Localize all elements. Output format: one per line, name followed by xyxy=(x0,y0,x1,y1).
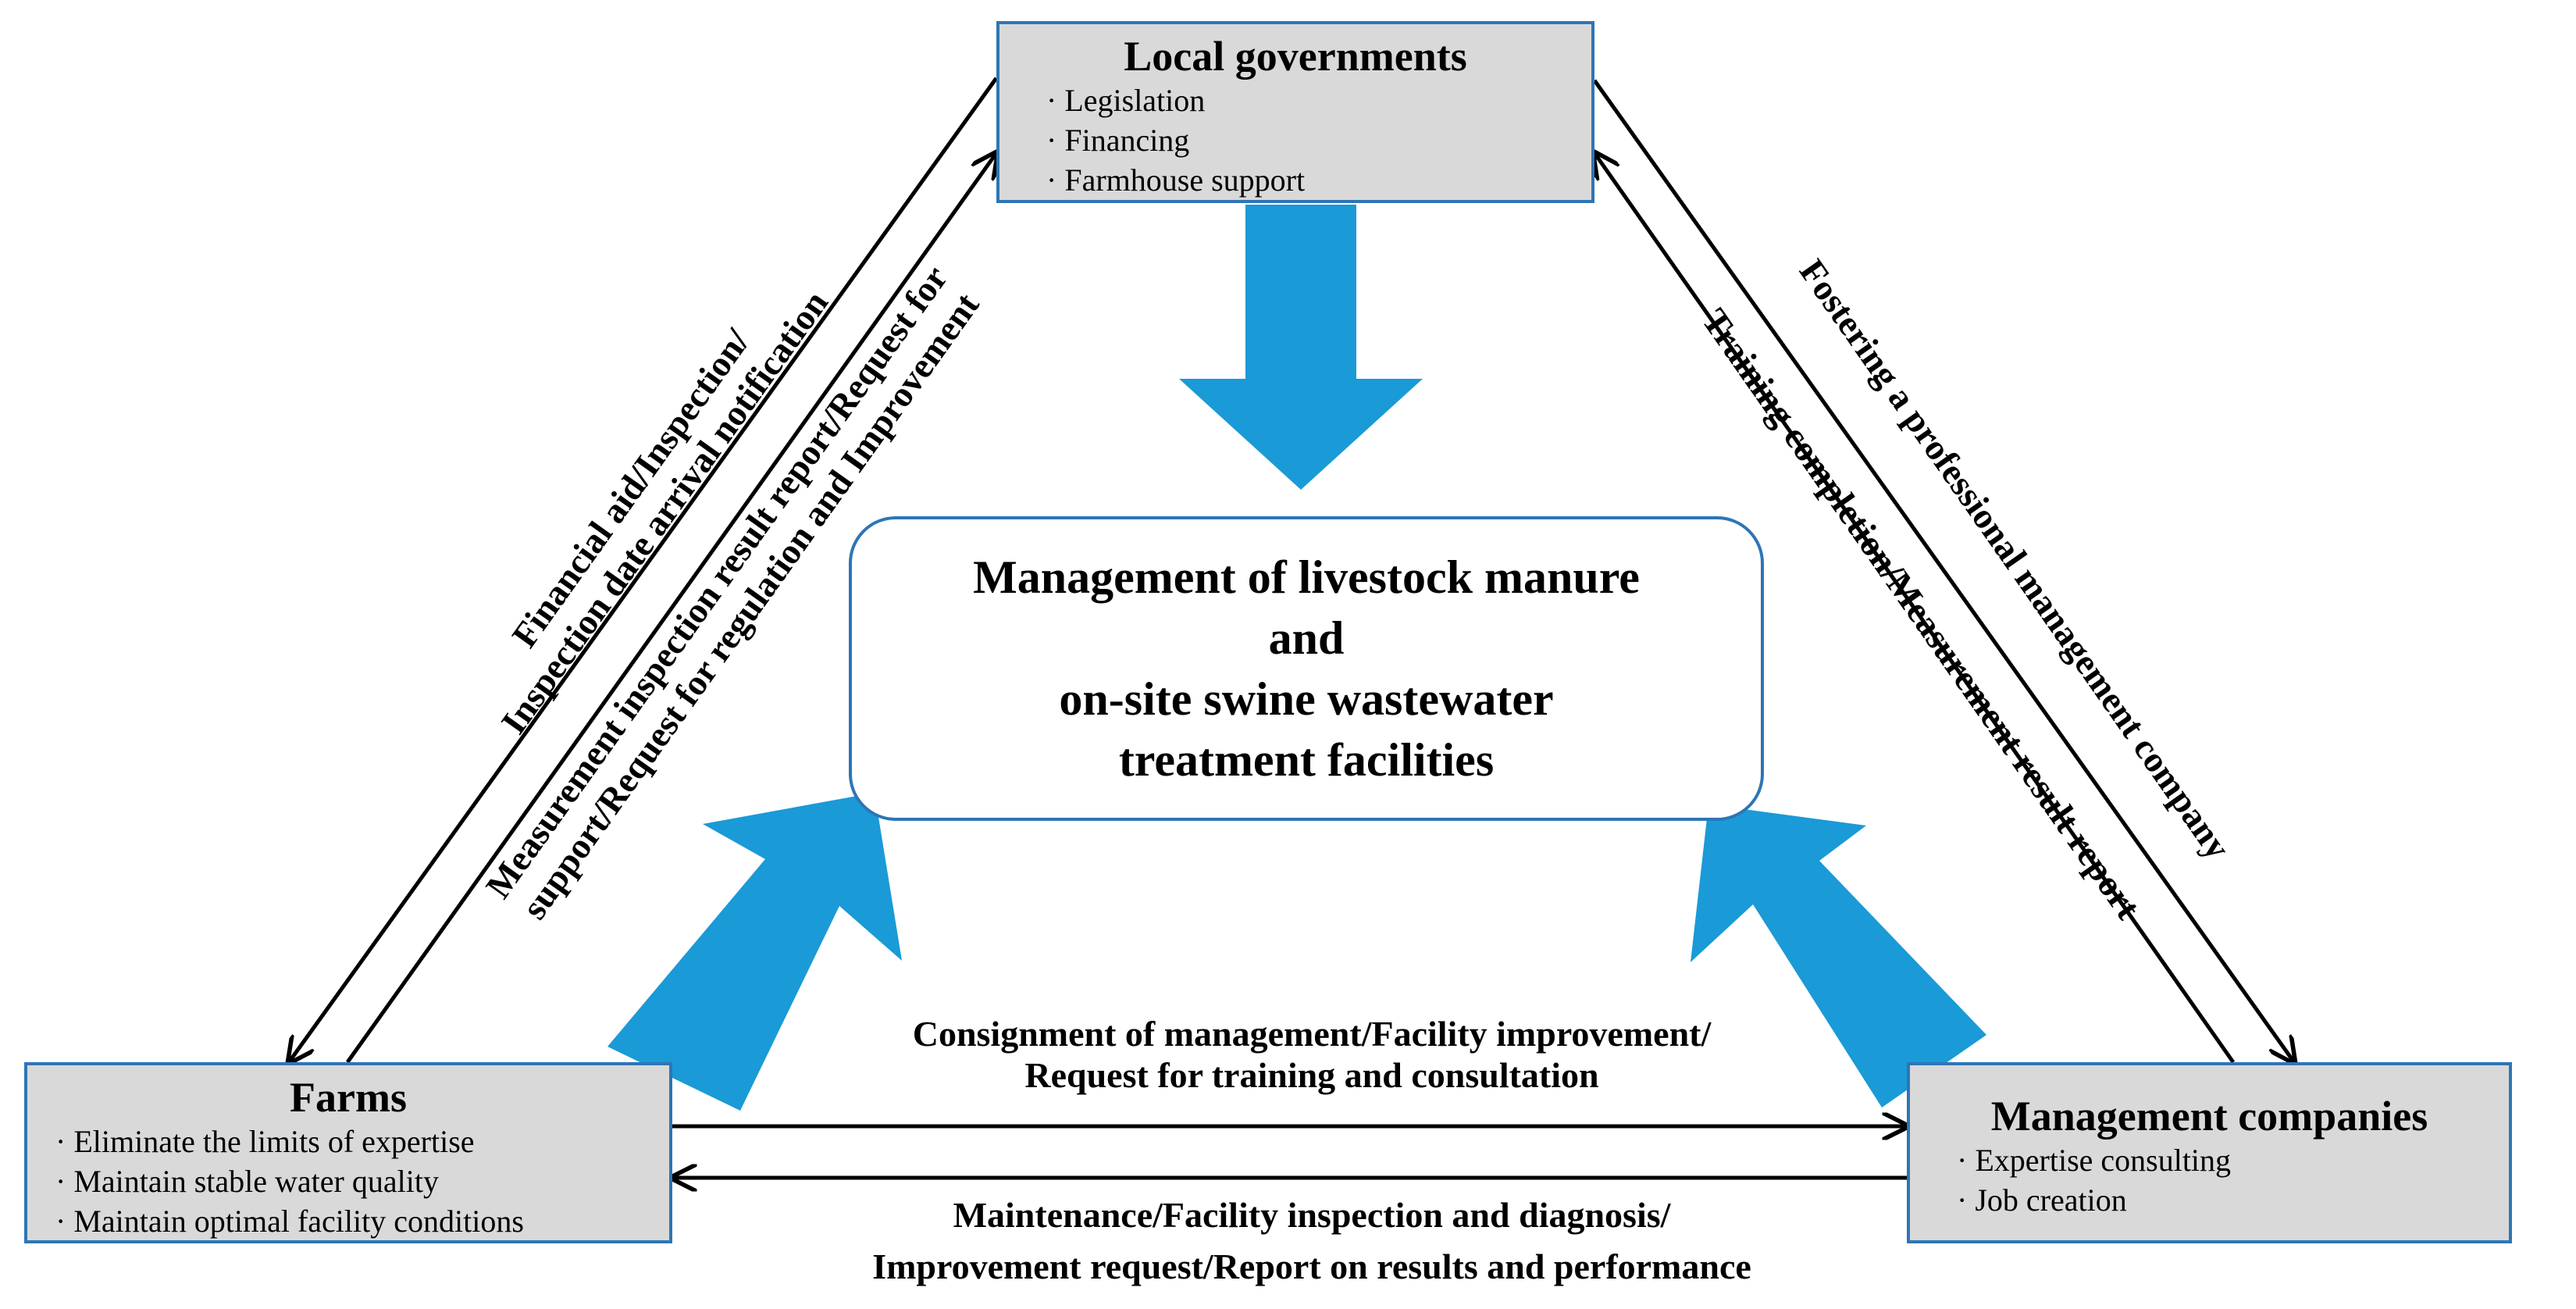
list-item: Farmhouse support xyxy=(1046,160,1591,200)
list-item: Job creation xyxy=(1957,1180,2509,1220)
local-governments-title: Local governments xyxy=(1124,33,1467,80)
label-line: Improvement request/Report on results an… xyxy=(872,1247,1751,1286)
local-governments-list: Legislation Financing Farmhouse support xyxy=(1046,80,1591,200)
farms-list: Eliminate the limits of expertise Mainta… xyxy=(55,1122,669,1241)
management-companies-box: Management companies Expertise consultin… xyxy=(1907,1062,2512,1243)
label-line: Maintenance/Facility inspection and diag… xyxy=(953,1195,1671,1235)
list-item: Maintain optimal facility conditions xyxy=(55,1201,669,1241)
arrow-farms-to-gov xyxy=(345,153,996,1064)
list-item: Expertise consulting xyxy=(1957,1140,2509,1180)
label-line: Consignment of management/Facility impro… xyxy=(912,1014,1712,1054)
arrow-gov-to-mgmt xyxy=(1592,79,2294,1062)
management-companies-list: Expertise consulting Job creation xyxy=(1957,1140,2509,1220)
arrow-mgmt-to-gov xyxy=(1594,153,2236,1064)
local-governments-box: Local governments Legislation Financing … xyxy=(996,21,1594,203)
big-arrow-down xyxy=(1179,205,1423,490)
central-topic-line: on-site swine wastewater xyxy=(1059,673,1554,725)
central-topic-line: treatment facilities xyxy=(1118,734,1495,786)
label-line: Request for training and consultation xyxy=(1024,1054,1599,1095)
farms-title: Farms xyxy=(290,1074,407,1121)
big-arrow-mgmt-to-center xyxy=(1691,804,1986,1107)
big-arrow-farms-to-center xyxy=(607,793,902,1111)
list-item: Legislation xyxy=(1046,80,1591,120)
central-topic-line: Management of livestock manure xyxy=(973,551,1640,603)
label-mgmt-to-farms: Maintenance/Facility inspection and diag… xyxy=(734,1190,1890,1293)
list-item: Financing xyxy=(1046,120,1591,160)
label-farms-to-mgmt: Consignment of management/Facility impro… xyxy=(796,1014,1827,1097)
central-topic-box: Management of livestock manure and on-si… xyxy=(849,516,1764,821)
list-item: Maintain stable water quality xyxy=(55,1161,669,1201)
management-companies-title: Management companies xyxy=(1990,1093,2428,1140)
central-topic-line: and xyxy=(1268,612,1345,664)
list-item: Eliminate the limits of expertise xyxy=(55,1122,669,1161)
farms-box: Farms Eliminate the limits of expertise … xyxy=(24,1062,672,1243)
arrow-gov-to-farms xyxy=(289,77,999,1062)
